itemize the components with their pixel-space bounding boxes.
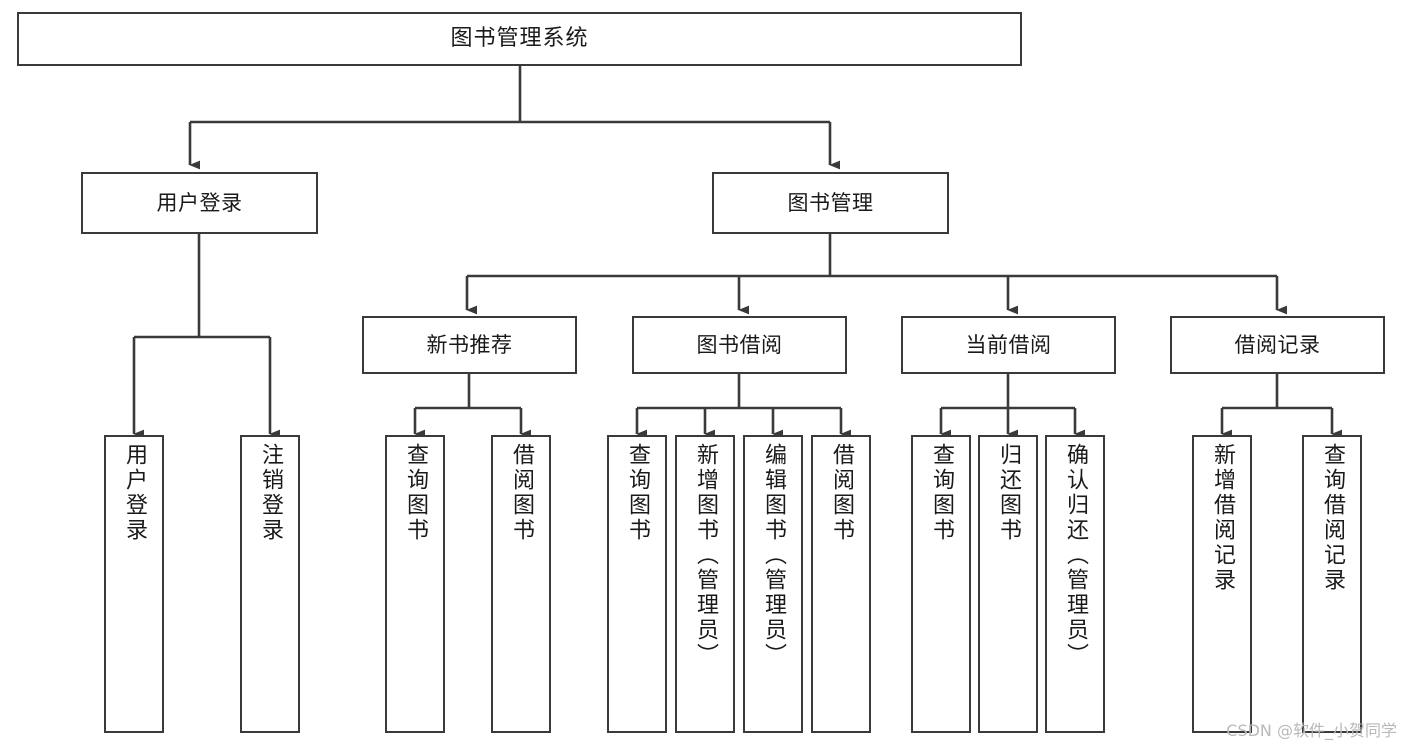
- leaf-user-login[interactable]: 用户登录: [104, 435, 164, 733]
- node-label: 图书管理: [787, 190, 874, 215]
- node-user-login[interactable]: 用户登录: [81, 172, 318, 234]
- leaf-query-book-recommend[interactable]: 查询图书: [385, 435, 445, 733]
- node-label: 借阅记录: [1234, 332, 1321, 357]
- node-new-book-recommend[interactable]: 新书推荐: [362, 316, 577, 374]
- node-label: 借阅图书: [829, 443, 854, 543]
- node-label: 用户登录: [122, 443, 147, 543]
- leaf-borrow-book[interactable]: 借阅图书: [811, 435, 871, 733]
- node-label: 查询借阅记录: [1320, 443, 1345, 593]
- leaf-borrow-book-recommend[interactable]: 借阅图书: [491, 435, 551, 733]
- leaf-logout[interactable]: 注销登录: [240, 435, 300, 733]
- node-label: 借阅图书: [509, 443, 534, 543]
- node-label: 归还图书: [996, 443, 1021, 543]
- leaf-query-borrow-record[interactable]: 查询借阅记录: [1302, 435, 1362, 733]
- node-label: 注销登录: [258, 443, 283, 543]
- node-label: 确认归还（管理员）: [1063, 443, 1088, 668]
- node-label: 编辑图书（管理员）: [761, 443, 786, 668]
- node-label: 查询图书: [625, 443, 650, 543]
- node-label: 图书管理系统: [450, 26, 589, 52]
- node-label: 新书推荐: [426, 332, 513, 357]
- node-label: 图书借阅: [696, 332, 783, 357]
- leaf-add-book[interactable]: 新增图书（管理员）: [675, 435, 735, 733]
- node-label: 当前借阅: [965, 332, 1052, 357]
- leaf-edit-book[interactable]: 编辑图书（管理员）: [743, 435, 803, 733]
- node-root-system[interactable]: 图书管理系统: [17, 12, 1022, 66]
- node-label: 查询图书: [929, 443, 954, 543]
- node-label: 用户登录: [156, 190, 243, 215]
- node-label: 新增图书（管理员）: [693, 443, 718, 668]
- leaf-query-book-borrow[interactable]: 查询图书: [607, 435, 667, 733]
- node-label: 新增借阅记录: [1210, 443, 1235, 593]
- node-book-borrow[interactable]: 图书借阅: [632, 316, 847, 374]
- leaf-confirm-return[interactable]: 确认归还（管理员）: [1045, 435, 1105, 733]
- leaf-return-book[interactable]: 归还图书: [978, 435, 1038, 733]
- csdn-watermark: CSDN @软件_小贺同学: [1226, 721, 1397, 740]
- leaf-query-book-current[interactable]: 查询图书: [911, 435, 971, 733]
- leaf-add-borrow-record[interactable]: 新增借阅记录: [1192, 435, 1252, 733]
- node-book-management[interactable]: 图书管理: [712, 172, 949, 234]
- node-label: 查询图书: [403, 443, 428, 543]
- node-current-borrow[interactable]: 当前借阅: [901, 316, 1116, 374]
- node-borrow-record[interactable]: 借阅记录: [1170, 316, 1385, 374]
